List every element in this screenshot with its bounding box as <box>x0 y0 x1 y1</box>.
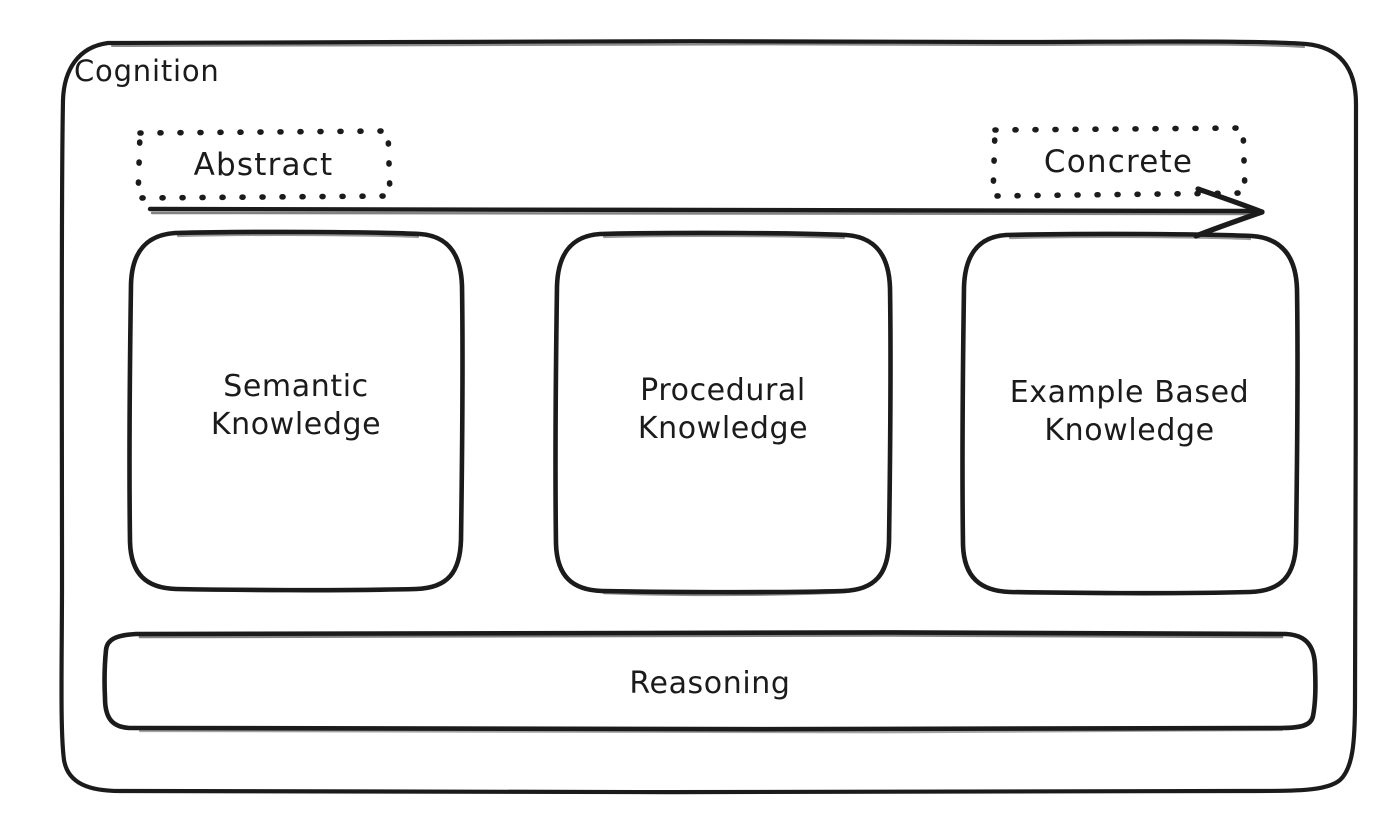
procedural-knowledge-label: Procedural Knowledge <box>637 373 809 447</box>
reasoning-label: Reasoning <box>629 666 791 701</box>
semantic-knowledge-label: Semantic Knowledge <box>210 369 382 443</box>
example-based-knowledge-outline <box>960 231 1300 596</box>
cognition-container-outline <box>59 38 1359 795</box>
example-based-knowledge-label: Example Based Knowledge <box>1009 375 1250 449</box>
abstract-to-concrete-arrow <box>147 186 1265 239</box>
semantic-knowledge-outline <box>127 229 465 593</box>
procedural-knowledge-outline <box>553 230 893 597</box>
page-title: Cognition <box>74 54 220 88</box>
axis-label-abstract: Abstract <box>193 147 334 183</box>
reasoning-outline <box>102 629 1318 734</box>
axis-label-concrete: Concrete <box>1043 144 1194 180</box>
